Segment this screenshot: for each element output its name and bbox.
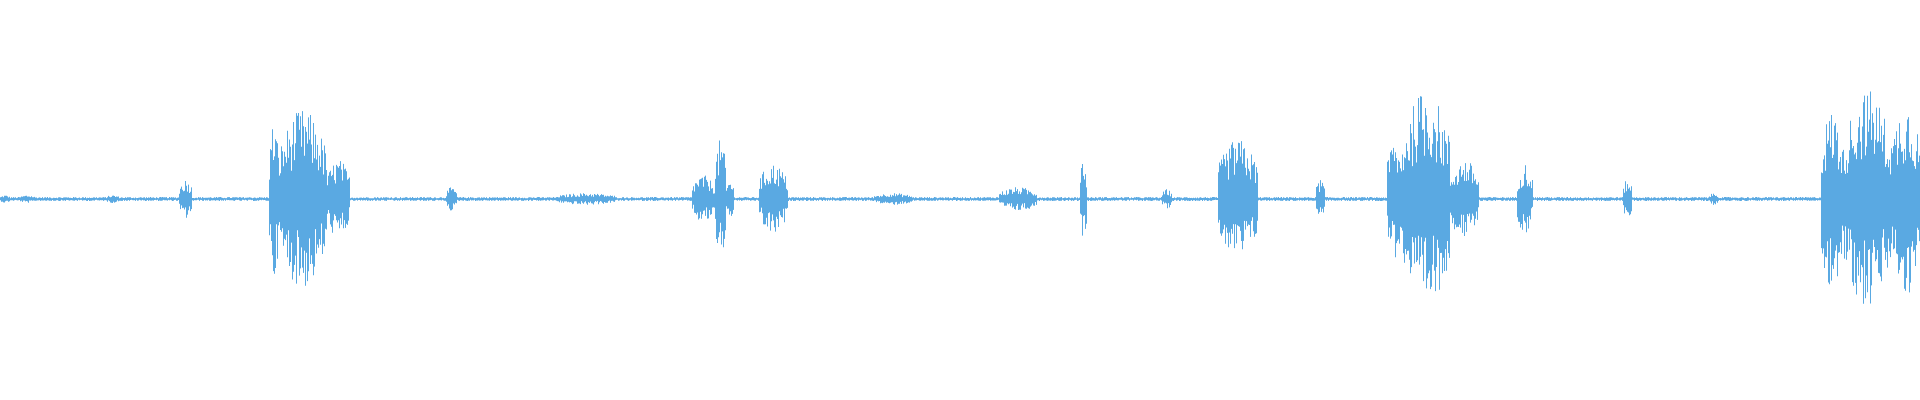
waveform-signal — [0, 91, 1920, 304]
waveform-bars — [0, 91, 1920, 304]
